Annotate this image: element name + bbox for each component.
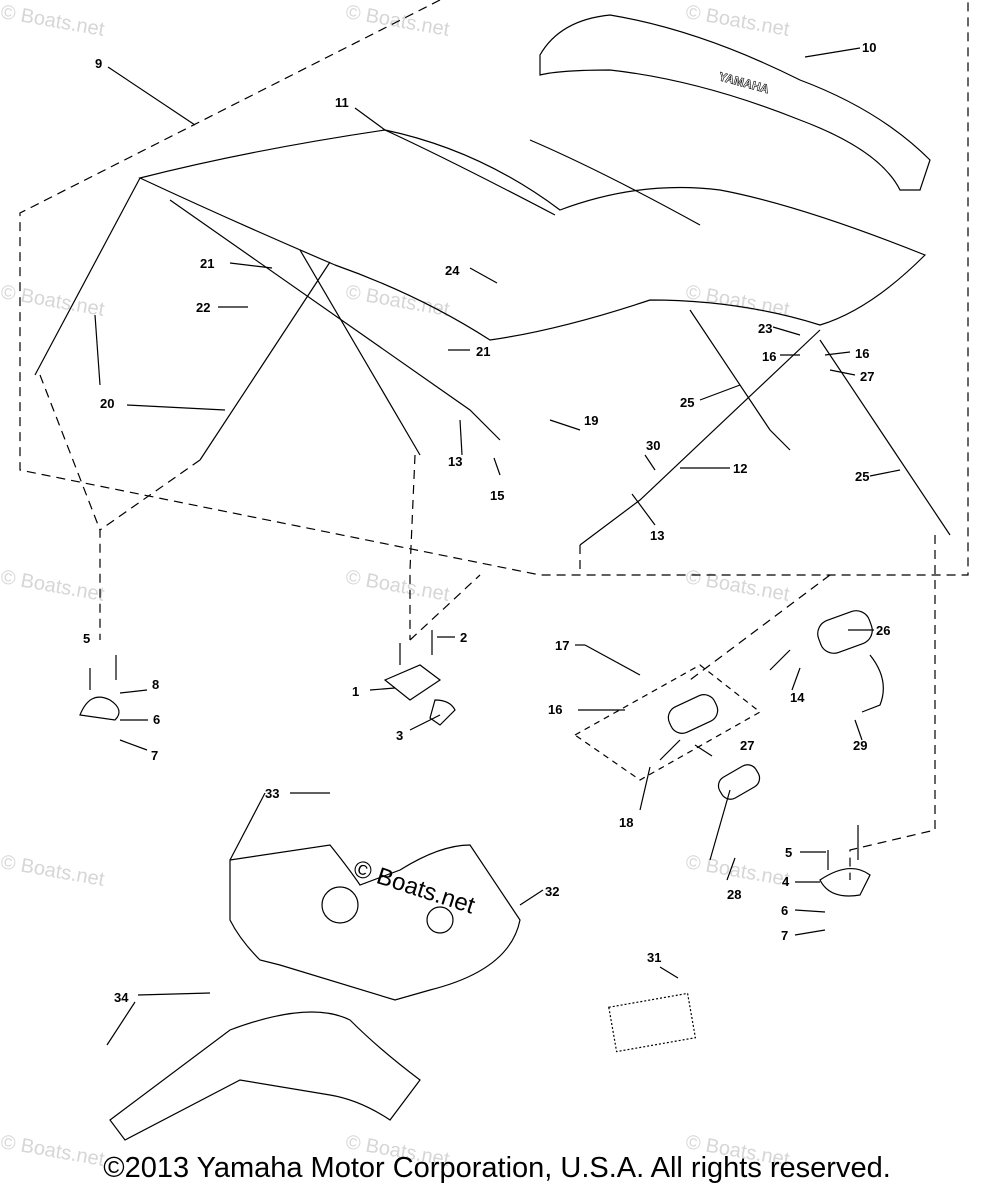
sun-shade-cover	[539, 14, 931, 191]
callout-6: 6	[781, 903, 788, 918]
callout-5: 5	[785, 845, 792, 860]
frame-bow	[34, 177, 141, 376]
callout-7: 7	[781, 928, 788, 943]
copyright-notice: ©2013 Yamaha Motor Corporation, U.S.A. A…	[103, 1152, 891, 1184]
callout-12: 12	[733, 461, 747, 476]
frame-strut	[299, 249, 421, 456]
callout-24: 24	[445, 263, 460, 278]
callout-8: 8	[152, 677, 159, 692]
callout-3: 3	[396, 728, 403, 743]
callout-5: 5	[83, 631, 90, 646]
callout-28: 28	[727, 887, 741, 902]
deck-bracket-center	[383, 664, 442, 701]
callout-25: 25	[855, 469, 869, 484]
callout-1: 1	[352, 684, 359, 699]
hinge-detail-box	[573, 664, 762, 781]
callout-13: 13	[448, 454, 462, 469]
callout-6: 6	[153, 712, 160, 727]
callout-15: 15	[490, 488, 504, 503]
callout-16: 16	[855, 346, 869, 361]
callout-9: 9	[95, 56, 102, 71]
deck-bracket-left	[79, 696, 120, 721]
callout-16: 16	[548, 702, 562, 717]
yamaha-logo: YAMAHA	[717, 69, 771, 96]
callout-11: 11	[335, 95, 349, 110]
canvas-top	[138, 129, 927, 341]
callout-18: 18	[619, 815, 633, 830]
callout-4: 4	[782, 874, 790, 889]
callout-33: 33	[265, 786, 279, 801]
callout-22: 22	[196, 300, 210, 315]
callout-13: 13	[650, 528, 664, 543]
group-outline	[19, 0, 969, 576]
frame-strut	[689, 309, 791, 451]
callout-30: 30	[646, 438, 660, 453]
center-watermark: © Boats.net	[350, 855, 478, 920]
callout-34: 34	[114, 990, 129, 1005]
callout-10: 10	[862, 40, 876, 55]
callout-23: 23	[758, 321, 772, 336]
decal	[608, 992, 697, 1053]
canvas-seam	[384, 129, 556, 216]
callout-19: 19	[584, 413, 598, 428]
callout-7: 7	[151, 748, 158, 763]
canvas-seam	[529, 139, 701, 226]
callout-27: 27	[860, 369, 874, 384]
hinge-tube	[667, 694, 719, 734]
callout-14: 14	[790, 690, 805, 705]
storage-boot	[229, 844, 521, 1001]
callout-21: 21	[476, 344, 490, 359]
frame-strut	[169, 199, 501, 441]
callout-29: 29	[853, 738, 867, 753]
end-cap	[817, 610, 873, 654]
callout-17: 17	[555, 638, 569, 653]
callout-31: 31	[647, 950, 661, 965]
deck-bracket-right	[819, 868, 871, 897]
boot-panel	[109, 1011, 421, 1141]
frame-strut	[819, 339, 951, 536]
callout-27: 27	[740, 738, 754, 753]
frame-bow	[199, 261, 331, 461]
callout-32: 32	[545, 884, 559, 899]
hinge-knuckle	[717, 764, 761, 800]
callout-25: 25	[680, 395, 694, 410]
frame-strut	[579, 329, 821, 546]
callout-20: 20	[100, 396, 114, 411]
callout-21: 21	[200, 256, 214, 271]
callout-2: 2	[460, 630, 467, 645]
callout-16: 16	[762, 349, 776, 364]
callout-26: 26	[876, 623, 890, 638]
